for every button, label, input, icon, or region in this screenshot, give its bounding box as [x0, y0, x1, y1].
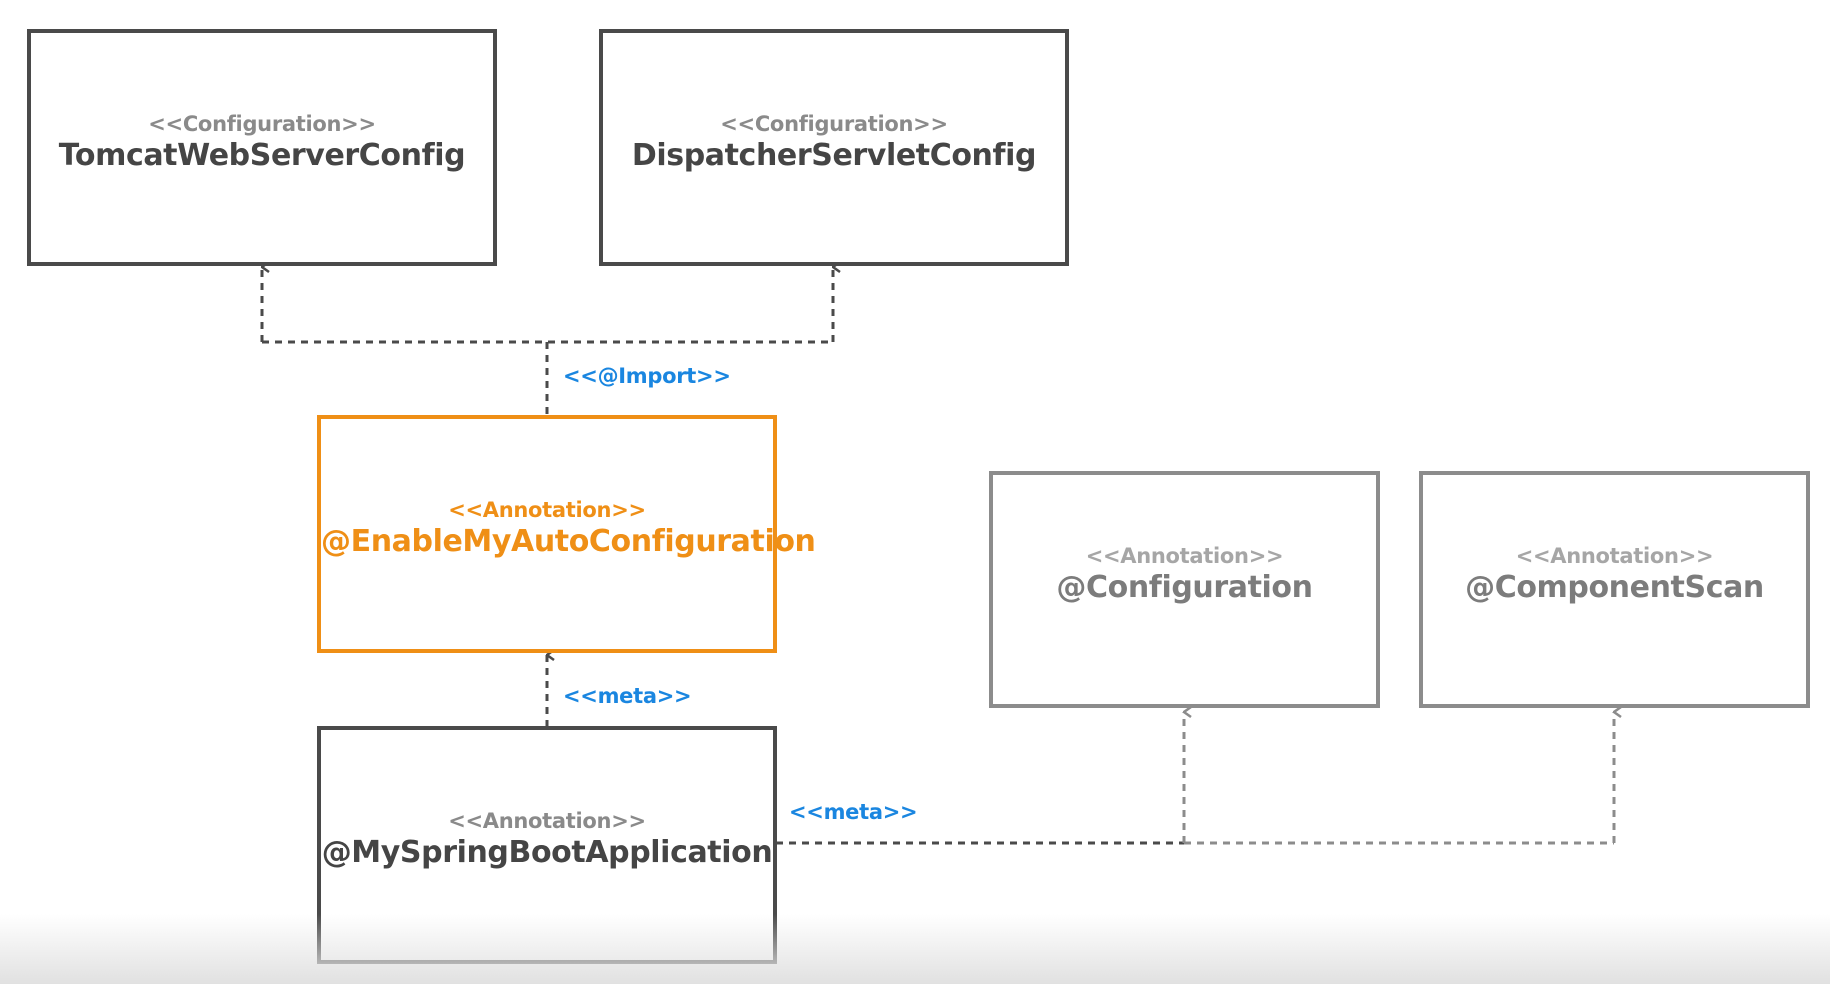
configuration-annotation-box: <<Annotation>> @Configuration — [989, 471, 1380, 708]
stereotype-label: <<Configuration>> — [720, 111, 948, 136]
stereotype-label: <<Annotation>> — [448, 809, 646, 833]
class-name: @Configuration — [1056, 569, 1313, 605]
dispatcher-servlet-config-box: <<Configuration>> DispatcherServletConfi… — [599, 29, 1069, 266]
meta-edge-label-horizontal: <<meta>> — [789, 800, 918, 824]
stereotype-label: <<Annotation>> — [1515, 543, 1714, 568]
class-name: DispatcherServletConfig — [631, 137, 1037, 173]
import-edge-label: <<@Import>> — [563, 364, 731, 388]
class-name: @EnableMyAutoConfiguration — [321, 524, 816, 559]
enable-my-auto-configuration-box: <<Annotation>> @EnableMyAutoConfiguratio… — [317, 415, 816, 653]
stereotype-label: <<Configuration>> — [148, 111, 376, 136]
class-name: TomcatWebServerConfig — [58, 137, 466, 173]
class-name: @ComponentScan — [1465, 569, 1764, 605]
class-name: @MySpringBootApplication — [321, 835, 773, 870]
stereotype-label: <<Annotation>> — [448, 498, 646, 522]
bottom-shadow — [0, 914, 1830, 984]
stereotype-label: <<Annotation>> — [1085, 543, 1284, 568]
tomcat-web-server-config-box: <<Configuration>> TomcatWebServerConfig — [27, 29, 497, 266]
meta-edge-label-vertical: <<meta>> — [563, 684, 692, 708]
component-scan-annotation-box: <<Annotation>> @ComponentScan — [1419, 471, 1810, 708]
